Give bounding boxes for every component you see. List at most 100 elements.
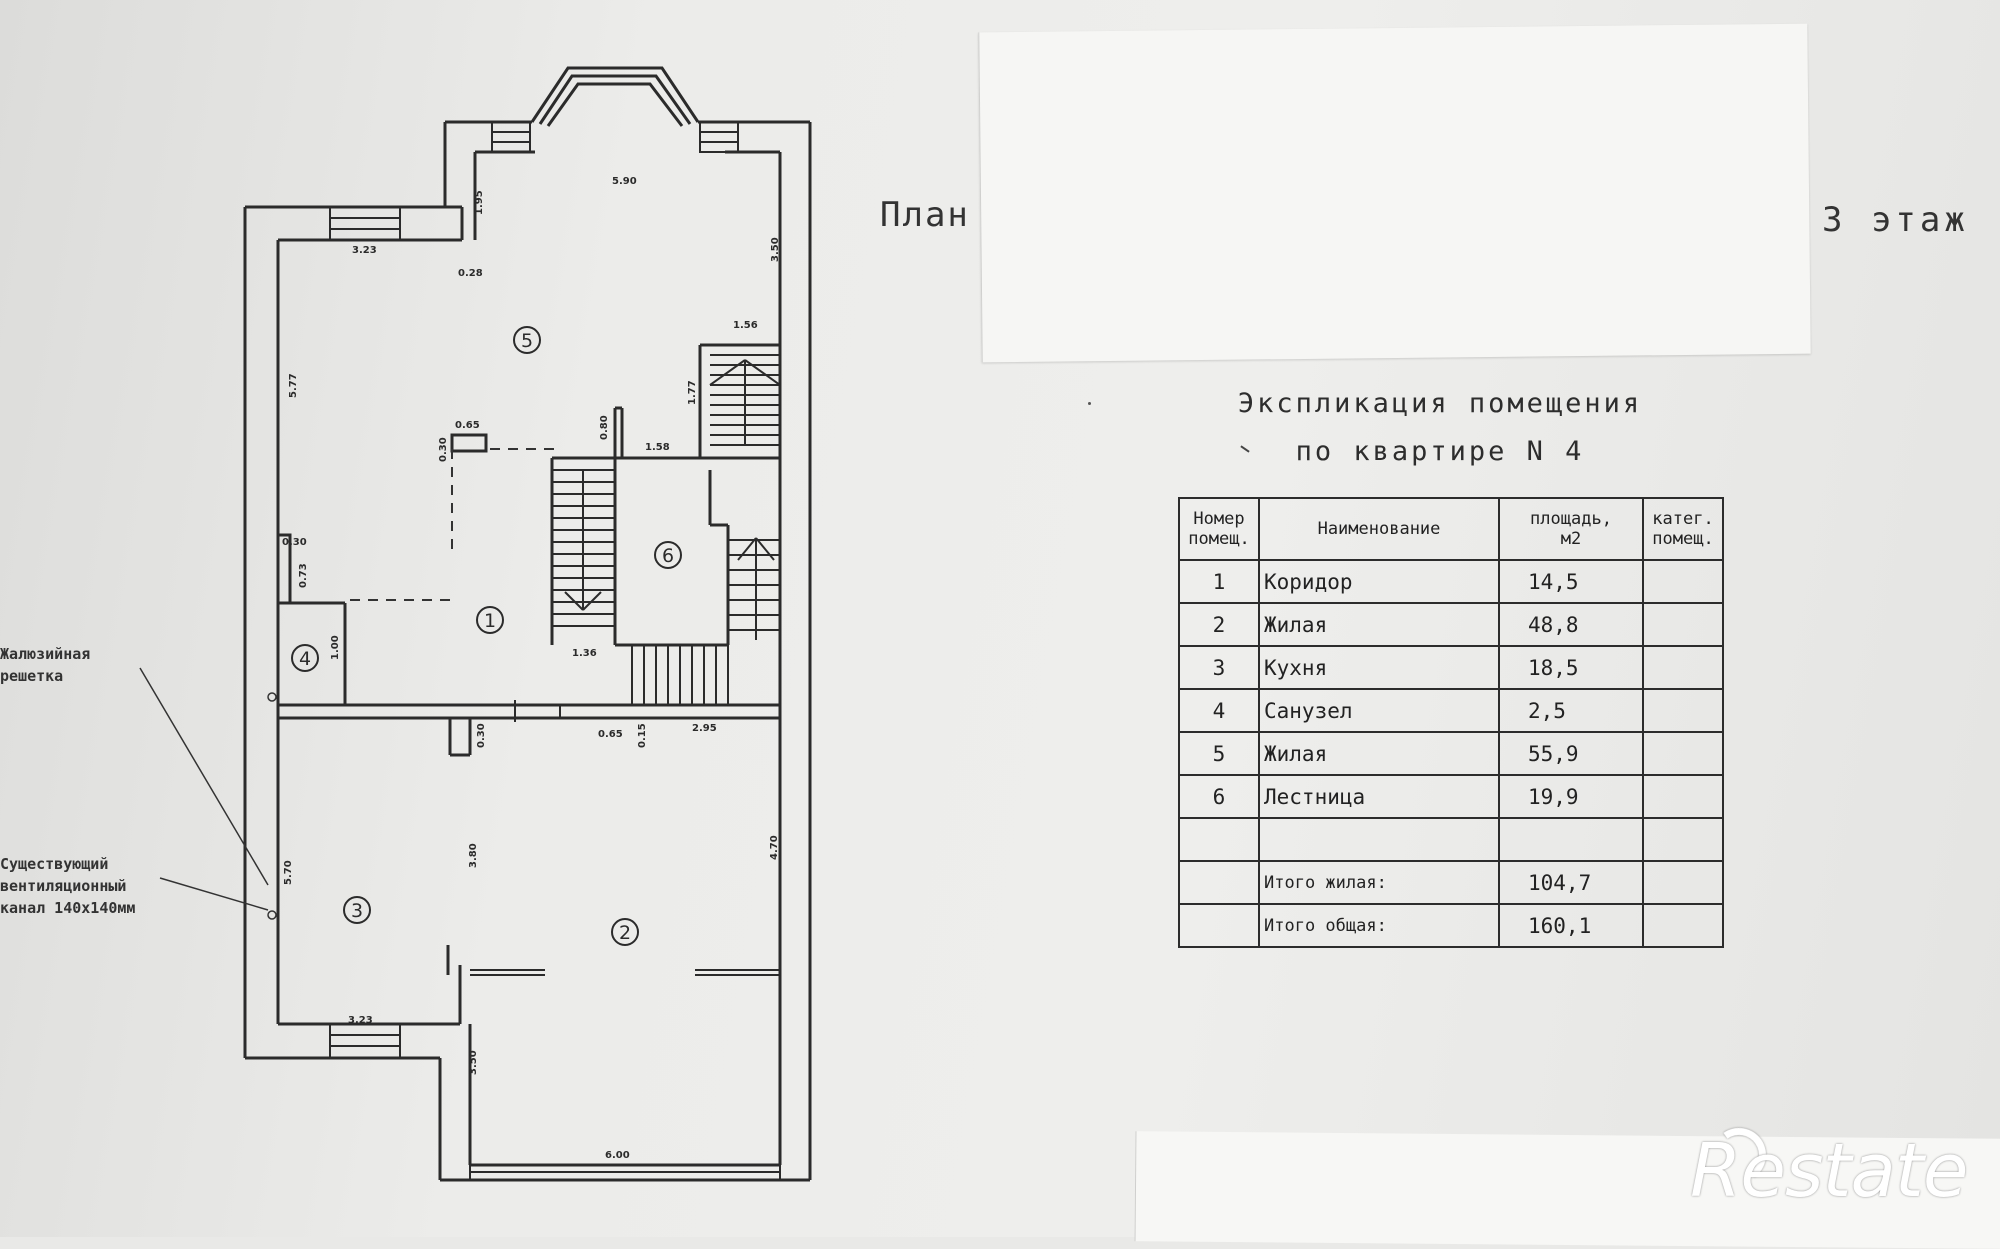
dim-570: 5.70	[283, 860, 294, 885]
dim-350-bottom: 3.50	[468, 1050, 479, 1075]
paper-speck	[1088, 402, 1091, 405]
row-num: 2	[1178, 602, 1260, 647]
row-area: 19,9	[1498, 774, 1644, 819]
leader-lines	[139, 667, 277, 920]
empty-cell	[1178, 860, 1260, 905]
plan-title-left: План	[880, 195, 970, 235]
room-markers: 1 2 3 4 5 6	[291, 326, 682, 946]
explication-title-line2: по квартире N 4	[1295, 436, 1585, 467]
plan-title-floor: 3 этаж	[1822, 200, 1969, 240]
grille-note: Жалюзийная решетка	[0, 645, 91, 685]
dim-470: 4.70	[769, 835, 780, 860]
dim-195: 1.95	[474, 190, 485, 215]
row-name: Лестница	[1258, 774, 1500, 819]
vent-channel-note: Существующий вентиляционный канал 140х14…	[0, 855, 136, 917]
empty-cell	[1258, 817, 1500, 862]
row-category	[1642, 731, 1724, 776]
row-name: Кухня	[1258, 645, 1500, 690]
dim-073: 0.73	[298, 563, 309, 588]
dim-177: 1.77	[687, 380, 698, 405]
room-marker-2: 2	[619, 922, 631, 944]
row-num: 6	[1178, 774, 1260, 819]
empty-cell	[1178, 903, 1260, 948]
row-name: Жилая	[1258, 731, 1500, 776]
row-category	[1642, 688, 1724, 733]
table-row-empty	[1178, 817, 1724, 862]
dim-590: 5.90	[612, 176, 637, 187]
row-area: 55,9	[1498, 731, 1644, 776]
empty-cell	[1642, 903, 1724, 948]
restate-watermark: Restate	[1690, 1128, 1968, 1214]
header-num: Номер помещ.	[1178, 497, 1260, 561]
table-header-row: Номер помещ. Наименование площадь, м2 ка…	[1178, 497, 1724, 561]
empty-cell	[1178, 817, 1260, 862]
dim-158: 1.58	[645, 442, 670, 453]
row-area: 48,8	[1498, 602, 1644, 647]
row-category	[1642, 602, 1724, 647]
header-name: Наименование	[1258, 497, 1500, 561]
dim-030-b: 0.30	[476, 723, 487, 748]
dim-080: 0.80	[599, 415, 610, 440]
row-num: 5	[1178, 731, 1260, 776]
room-marker-5: 5	[521, 330, 533, 352]
dim-350-top: 3.50	[770, 237, 781, 262]
dim-100: 1.00	[330, 635, 341, 660]
dim-065-b: 0.65	[598, 729, 623, 740]
row-area: 14,5	[1498, 559, 1644, 604]
dim-156: 1.56	[733, 320, 758, 331]
dim-015: 0.15	[637, 723, 648, 748]
row-name: Санузел	[1258, 688, 1500, 733]
table-row: 1 Коридор 14,5	[1178, 559, 1724, 604]
total-living-row: Итого жилая: 104,7	[1178, 860, 1724, 905]
stairs	[552, 354, 781, 705]
header-area: площадь, м2	[1498, 497, 1644, 561]
dim-323-bottom: 3.23	[348, 1015, 373, 1026]
empty-cell	[1642, 860, 1724, 905]
row-category	[1642, 559, 1724, 604]
dimension-labels: 5.90 1.95 3.23 0.28 3.50 5.77 1.56 1.77 …	[282, 176, 781, 1161]
row-num: 1	[1178, 559, 1260, 604]
table-row: 4 Санузел 2,5	[1178, 688, 1724, 733]
dim-380: 3.80	[468, 843, 479, 868]
room-marker-3: 3	[351, 900, 363, 922]
covering-paper-top	[978, 23, 1811, 363]
table-row: 2 Жилая 48,8	[1178, 602, 1724, 647]
room-marker-4: 4	[299, 648, 311, 670]
table-row: 6 Лестница 19,9	[1178, 774, 1724, 819]
dim-065-top: 0.65	[455, 420, 480, 431]
dim-136: 1.36	[572, 648, 597, 659]
room-marker-1: 1	[484, 610, 496, 632]
explication-table: Номер помещ. Наименование площадь, м2 ка…	[1178, 497, 1724, 948]
row-num: 3	[1178, 645, 1260, 690]
row-num: 4	[1178, 688, 1260, 733]
room-marker-6: 6	[662, 545, 674, 567]
row-area: 18,5	[1498, 645, 1644, 690]
total-all-row: Итого общая: 160,1	[1178, 903, 1724, 948]
row-category	[1642, 774, 1724, 819]
header-category: катег. помещ.	[1642, 497, 1724, 561]
dim-030: 0.30	[438, 437, 449, 462]
row-name: Жилая	[1258, 602, 1500, 647]
table-row: 3 Кухня 18,5	[1178, 645, 1724, 690]
dim-030-side: 0.30	[282, 537, 307, 548]
row-area: 2,5	[1498, 688, 1644, 733]
explication-title: Экспликация помещения по квартире N 4	[1160, 380, 1720, 476]
table-row: 5 Жилая 55,9	[1178, 731, 1724, 776]
dim-028: 0.28	[458, 268, 483, 279]
total-living-value: 104,7	[1498, 860, 1644, 905]
dim-323-top: 3.23	[352, 245, 377, 256]
dim-295: 2.95	[692, 723, 717, 734]
row-name: Коридор	[1258, 559, 1500, 604]
row-category	[1642, 645, 1724, 690]
dashed-boundaries	[350, 448, 555, 601]
dim-577: 5.77	[288, 373, 299, 398]
empty-cell	[1498, 817, 1644, 862]
total-all-value: 160,1	[1498, 903, 1644, 948]
windows	[329, 121, 781, 1181]
empty-cell	[1642, 817, 1724, 862]
dim-600: 6.00	[605, 1150, 630, 1161]
total-all-label: Итого общая:	[1258, 903, 1500, 948]
total-living-label: Итого жилая:	[1258, 860, 1500, 905]
